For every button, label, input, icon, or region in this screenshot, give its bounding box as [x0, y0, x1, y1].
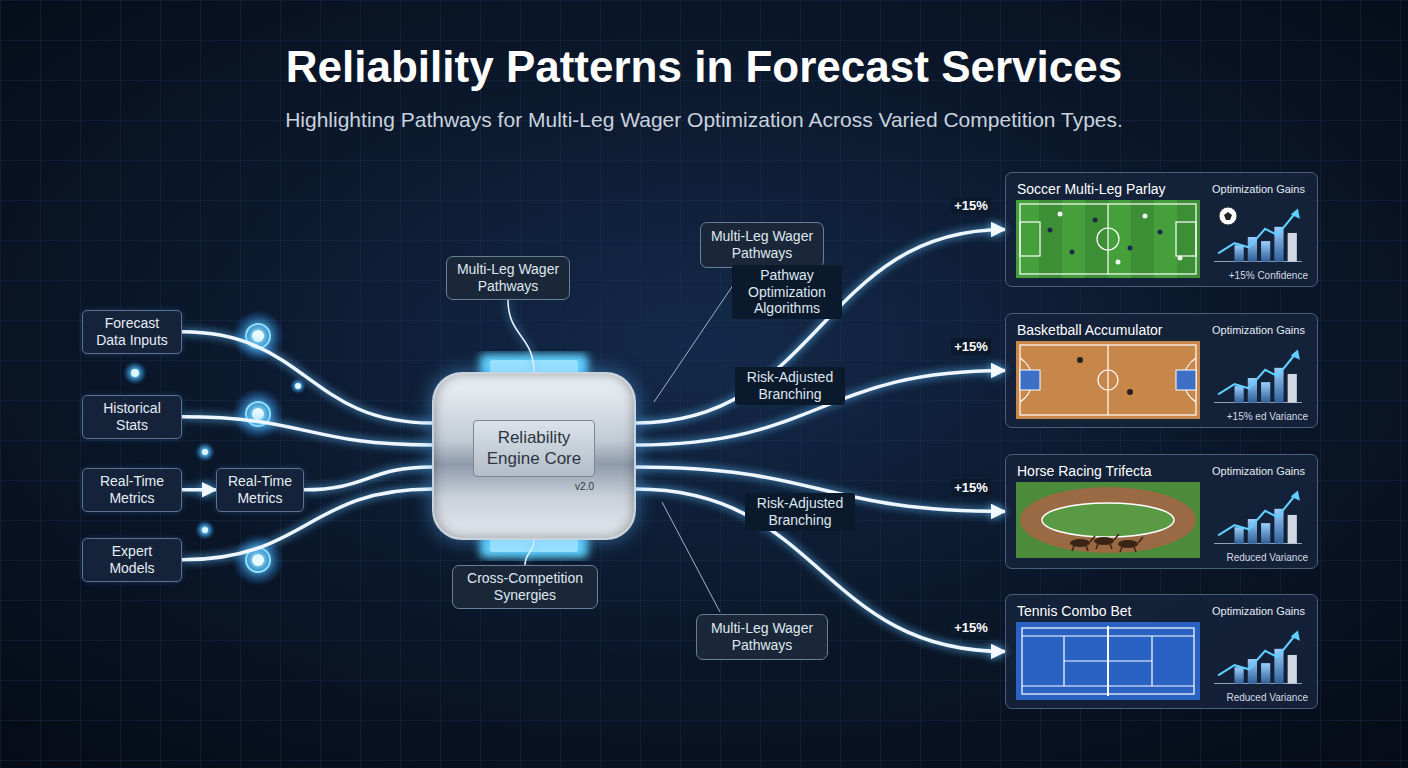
edge-label: +15%: [951, 619, 991, 636]
horse-track: [1016, 482, 1200, 558]
flow-connector: [182, 488, 216, 492]
gain-chart: [1214, 349, 1302, 402]
callout-box: Cross-Competition Synergies: [452, 565, 598, 609]
node-text: Optimization Gains: [1212, 463, 1308, 479]
flow-connector: [508, 300, 534, 372]
input-box: Expert Models: [82, 538, 182, 582]
flow-connector: [182, 332, 432, 423]
node-text: Multi-Leg Wager Pathways: [453, 261, 563, 295]
callout-box: Multi-Leg Wager Pathways: [696, 614, 828, 660]
flow-connector: [304, 467, 432, 490]
node-text: +15% Confidence: [1229, 270, 1308, 281]
node-text: Expert Models: [90, 543, 174, 577]
node-text: Forecast Data Inputs: [90, 315, 174, 349]
sport-panel: Soccer Multi-Leg ParlayOptimization Gain…: [1005, 172, 1318, 287]
flow-connector: [636, 371, 1005, 446]
node-text: Multi-Leg Wager Pathways: [703, 620, 821, 654]
callout-box: Multi-Leg Wager Pathways: [446, 256, 570, 300]
gain-chart: [1214, 630, 1302, 683]
node-text: Optimization Gains: [1212, 322, 1308, 338]
soccer-field: [1016, 200, 1200, 278]
sport-panel: Horse Racing TrifectaOptimization GainsR…: [1005, 454, 1318, 569]
callout-box: Multi-Leg Wager Pathways: [700, 222, 824, 268]
node-text: Basketball Accumulator: [1017, 322, 1212, 338]
subtitle: Highlighting Pathways for Multi-Leg Wage…: [0, 108, 1408, 133]
node-text: v2.0: [575, 481, 594, 492]
node-text: Real-Time Metrics: [90, 473, 174, 507]
node-text: Soccer Multi-Leg Parlay: [1017, 181, 1212, 197]
node-text: Reduced Variance: [1226, 552, 1308, 563]
sport-panel: Basketball AccumulatorOptimization Gains…: [1005, 313, 1318, 428]
sport-panel: Tennis Combo BetOptimization GainsReduce…: [1005, 594, 1318, 709]
node-text: Multi-Leg Wager Pathways: [707, 228, 817, 262]
node-text: +15% ed Variance: [1227, 411, 1308, 422]
panel-grounds: [1005, 172, 1318, 709]
input-box: Historical Stats: [82, 395, 182, 439]
node-text: Real-Time Metrics: [224, 473, 296, 507]
edge-label: +15%: [951, 197, 991, 214]
node-text: Reliability Engine Core: [473, 420, 595, 477]
node-text: Optimization Gains: [1212, 181, 1308, 197]
path-label: Risk-Adjusted Branching: [735, 367, 845, 404]
node-text: Historical Stats: [90, 400, 174, 434]
node-text: Optimization Gains: [1212, 603, 1308, 619]
flow-connector: [182, 417, 432, 445]
diagram-title: Reliability Patterns in Forecast Service…: [0, 42, 1408, 92]
input-box: Real-Time Metrics: [216, 468, 304, 512]
gain-chart: [1214, 208, 1302, 261]
node-text: Reduced Variance: [1226, 692, 1308, 703]
soccer-ball: [1219, 207, 1237, 225]
basketball-court: [1016, 341, 1200, 419]
input-box: Real-Time Metrics: [82, 468, 182, 512]
path-label: Pathway Optimization Algorithms: [732, 265, 842, 319]
gain-chart: [1214, 490, 1302, 543]
flow-connector: [525, 540, 534, 565]
node-text: Horse Racing Trifecta: [1017, 463, 1212, 479]
tennis-court: [1016, 622, 1200, 700]
input-box: Forecast Data Inputs: [82, 310, 182, 354]
edge-label: +15%: [951, 479, 991, 496]
engine-core: Reliability Engine Core v2.0: [432, 372, 636, 540]
flow-connector: [636, 467, 1005, 512]
node-text: Tennis Combo Bet: [1017, 603, 1212, 619]
node-text: Cross-Competition Synergies: [459, 570, 591, 604]
edge-label: +15%: [951, 338, 991, 355]
